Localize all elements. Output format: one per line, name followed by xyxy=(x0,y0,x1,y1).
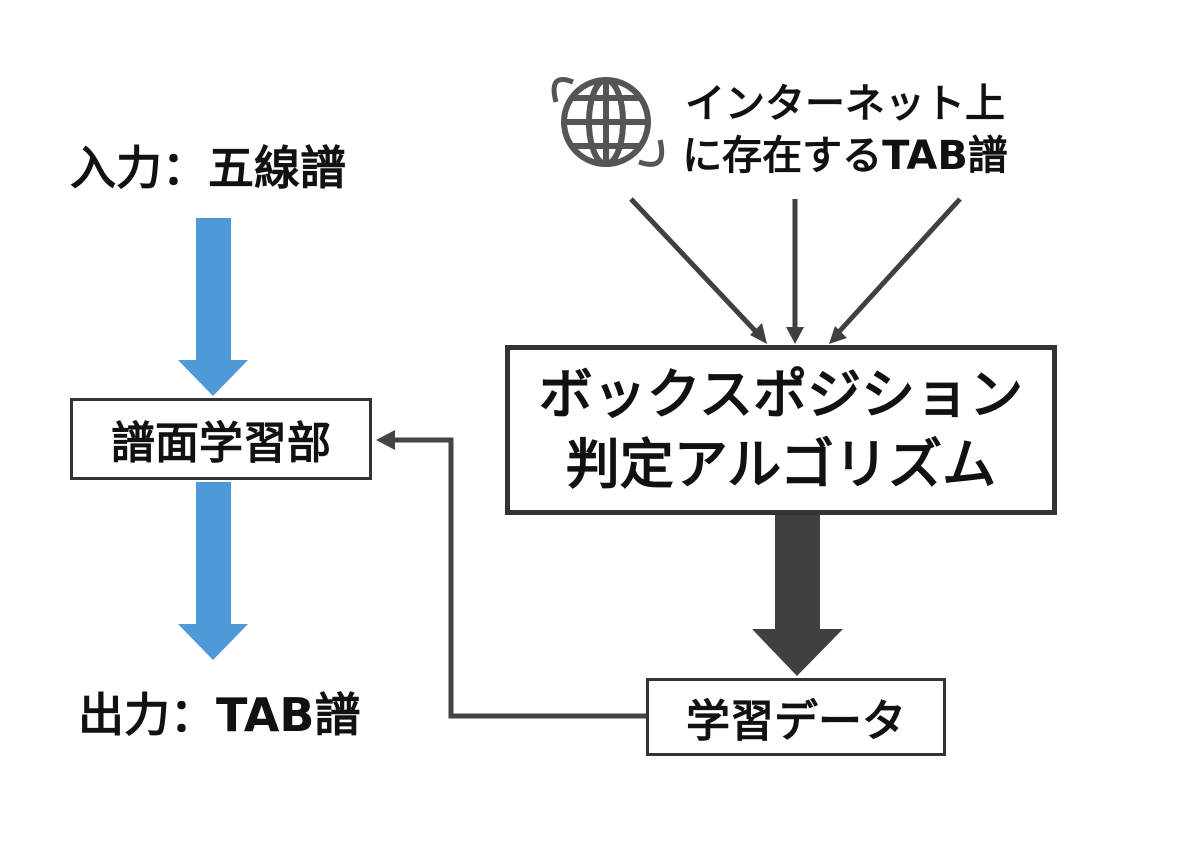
algorithm-label-line-2: 判定アルゴリズム xyxy=(565,433,997,496)
algorithm-to-data-arrow xyxy=(752,515,843,676)
input-label: 入力：五線譜 xyxy=(70,141,346,195)
internet-source-label: インターネット上 に存在するTAB譜 xyxy=(665,78,1025,182)
algorithm-box: ボックスポジション 判定アルゴリズム xyxy=(505,345,1057,515)
internet-source-line-2: に存在するTAB譜 xyxy=(682,133,1008,179)
learning-data-box: 学習データ xyxy=(646,678,946,756)
score-learning-box: 譜面学習部 xyxy=(70,398,372,480)
score-to-output-arrow xyxy=(178,482,248,660)
algorithm-label-line-1: ボックスポジション xyxy=(538,363,1024,426)
internet-left-arrow xyxy=(629,197,767,344)
feedback-arrow xyxy=(376,430,646,719)
output-label: 出力：TAB譜 xyxy=(78,688,361,742)
globe-icon xyxy=(551,77,665,167)
input-to-score-arrow xyxy=(178,218,248,396)
internet-center-arrow xyxy=(786,199,804,344)
internet-right-arrow xyxy=(829,197,962,344)
score-learning-label: 譜面学習部 xyxy=(111,418,331,469)
internet-source-line-1: インターネット上 xyxy=(685,81,1005,127)
learning-data-label: 学習データ xyxy=(686,696,906,747)
